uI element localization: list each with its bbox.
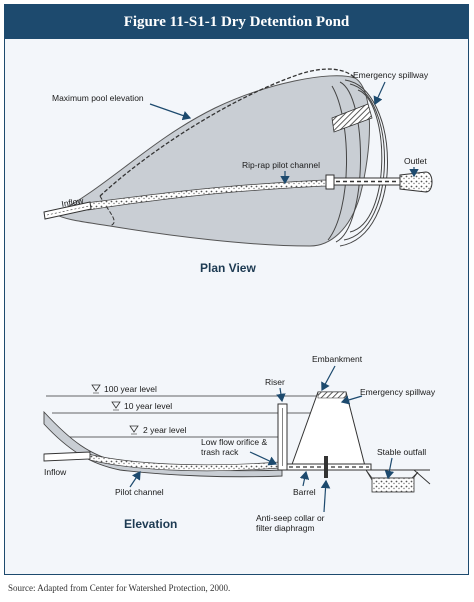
label-rip-rap-channel: Rip-rap pilot channel: [242, 160, 320, 170]
label-100yr: 100 year level: [104, 384, 157, 394]
label-10yr: 10 year level: [124, 401, 172, 411]
label-elev-spillway: Emergency spillway: [360, 387, 436, 397]
label-embankment: Embankment: [312, 354, 363, 364]
label-plan-inflow: Inflow: [61, 195, 85, 209]
label-elev-inflow: Inflow: [44, 467, 67, 477]
label-stable-outfall: Stable outfall: [377, 447, 426, 457]
label-barrel: Barrel: [293, 487, 316, 497]
anti-seep-collar: [324, 456, 328, 478]
label-anti-seep-2: filter diaphragm: [256, 523, 315, 533]
elevation-barrel: [286, 463, 372, 471]
elevation-spillway: [317, 391, 347, 399]
level-10yr-marker: 10 year level: [111, 401, 172, 411]
level-100yr-marker: 100 year level: [91, 384, 157, 394]
plan-view-heading: Plan View: [200, 261, 256, 275]
label-low-flow-1: Low flow orifice &: [201, 437, 267, 447]
label-plan-spillway: Emergency spillway: [353, 70, 429, 80]
plan-emergency-spillway: [331, 103, 373, 133]
label-low-flow-2: trash rack: [201, 447, 239, 457]
label-pilot-channel: Pilot channel: [115, 487, 164, 497]
elevation-heading: Elevation: [124, 517, 177, 531]
label-outlet: Outlet: [404, 156, 427, 166]
label-anti-seep-1: Anti-seep collar or: [256, 513, 325, 523]
plan-view: Maximum pool elevation Emergency spillwa…: [43, 68, 433, 275]
plan-riser: [325, 174, 335, 190]
elevation-view: 100 year level 10 year level 2 year leve…: [43, 354, 436, 533]
embankment-rings: [327, 79, 388, 247]
label-max-pool: Maximum pool elevation: [52, 93, 144, 103]
elevation-inflow-pipe: [43, 451, 91, 462]
label-riser: Riser: [265, 377, 285, 387]
plan-outlet-apron: [399, 171, 433, 193]
source-note: Source: Adapted from Center for Watershe…: [8, 583, 231, 593]
level-2yr-marker: 2 year level: [129, 425, 187, 435]
label-2yr: 2 year level: [143, 425, 187, 435]
figure-title: Figure 11-S1-1 Dry Detention Pond: [5, 5, 468, 39]
max-pool-outline: [99, 68, 356, 197]
